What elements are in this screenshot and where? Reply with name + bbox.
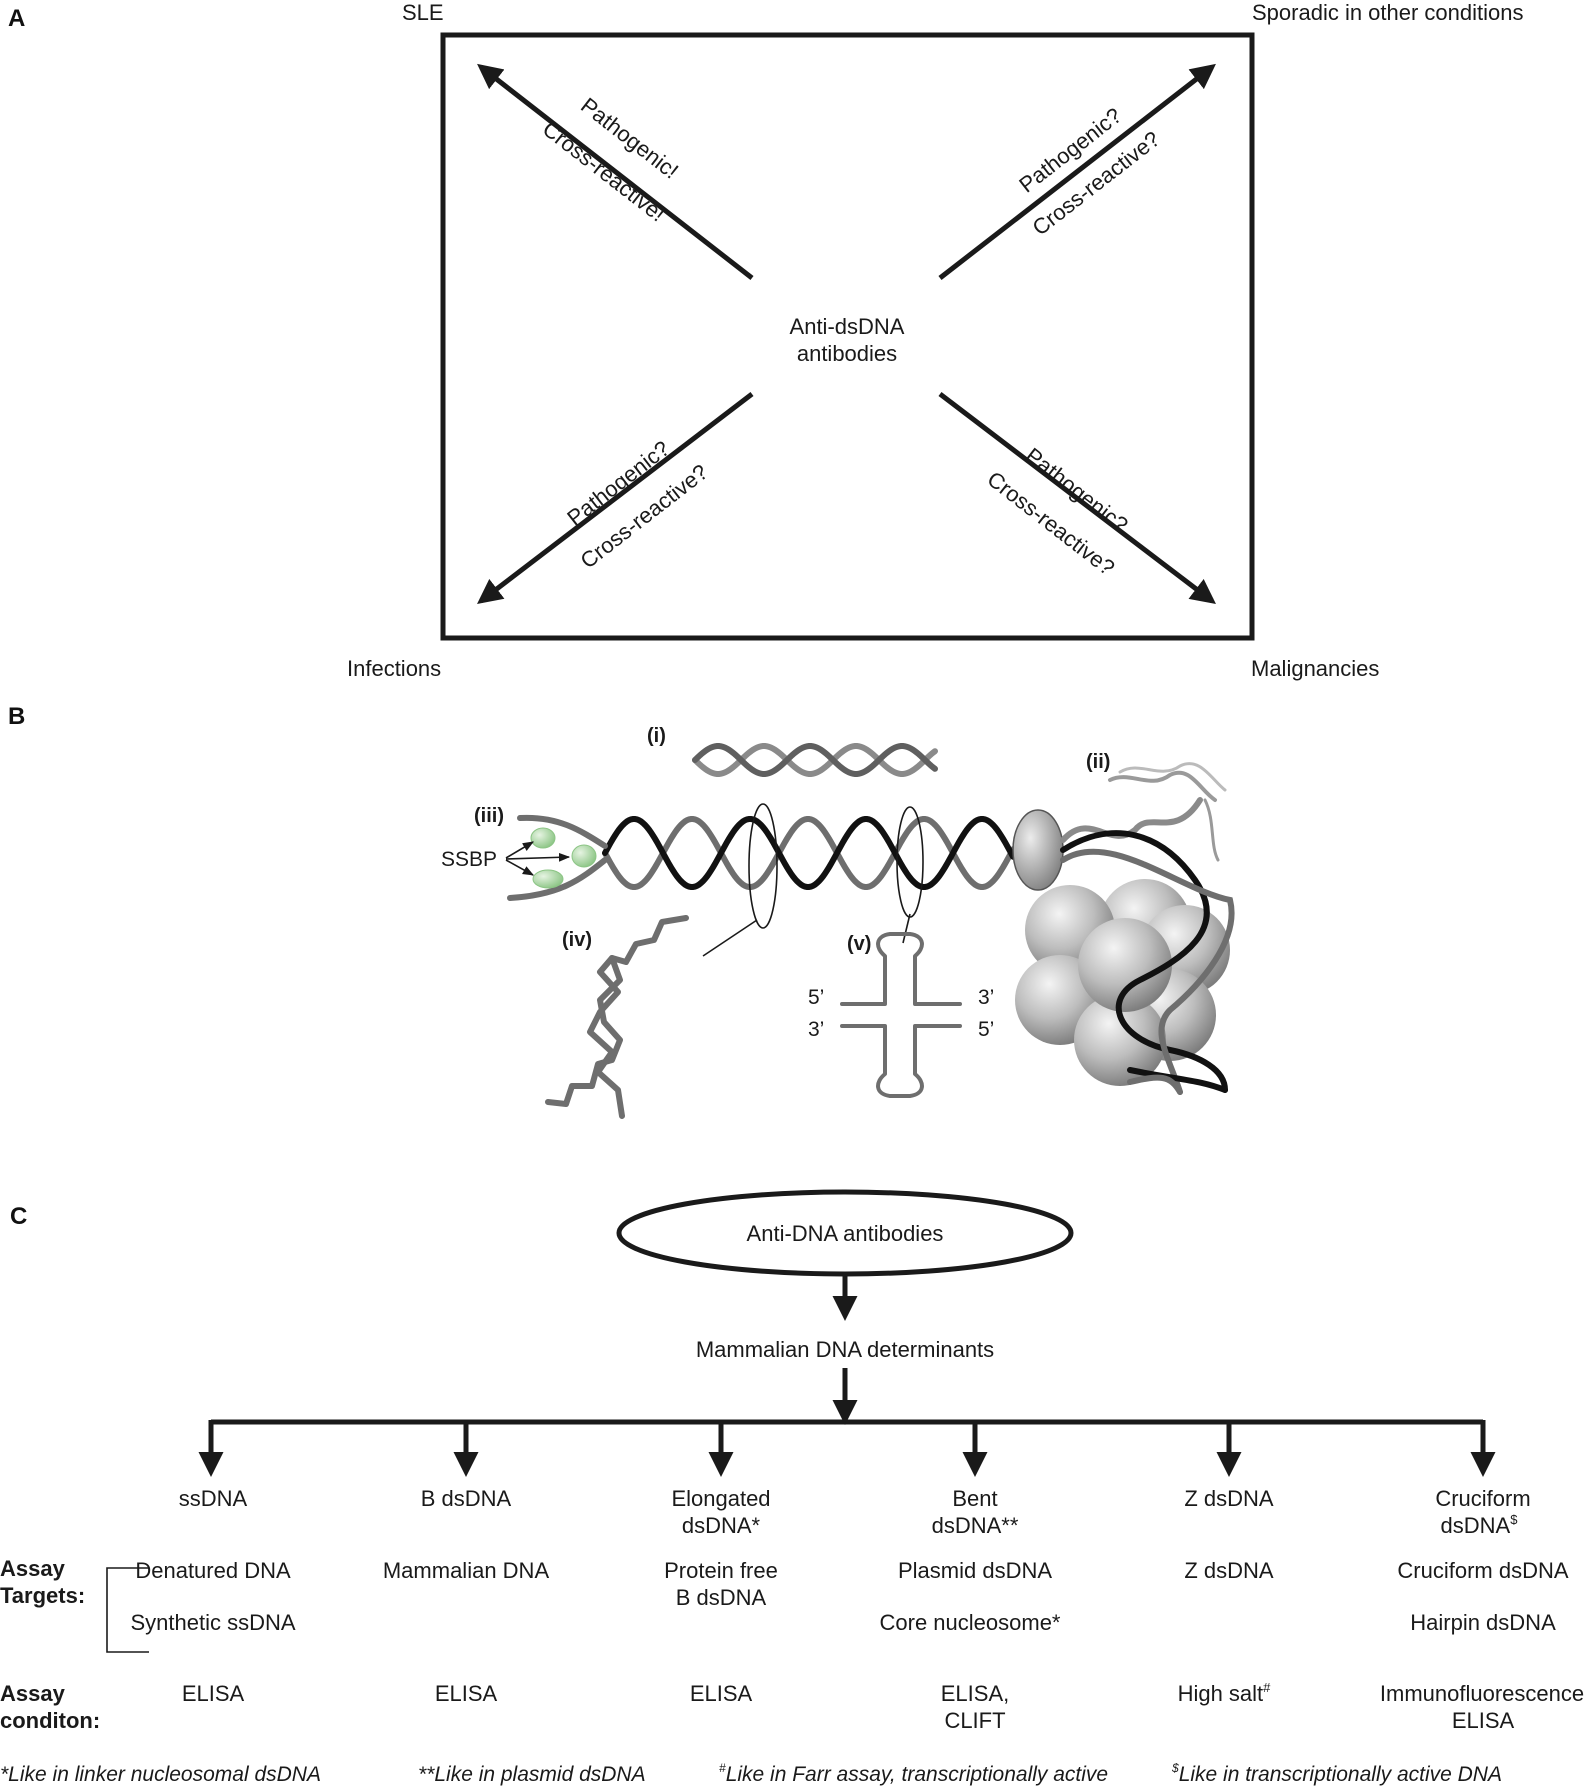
column-title-3b: dsDNA*: [682, 1513, 761, 1538]
column-z-dsdna: Z dsDNA Z dsDNA High salt#: [1178, 1486, 1274, 1706]
label-i: (i): [647, 725, 666, 747]
column-target-4b: Core nucleosome*: [880, 1610, 1061, 1635]
column-cond-1: ELISA: [182, 1681, 245, 1706]
panel-letter-c: C: [10, 1203, 27, 1230]
corner-label-sporadic: Sporadic in other conditions: [1252, 0, 1524, 25]
panel-letter-b: B: [8, 703, 25, 730]
label-iv: (iv): [562, 929, 592, 951]
end-label-5-left: 5’: [808, 986, 824, 1009]
arrow-to-sporadic: [938, 63, 1216, 280]
end-label-3-left: 3’: [808, 1018, 824, 1041]
footnote-3: #Like in Farr assay, transcriptionally a…: [719, 1761, 1108, 1786]
column-cond-6b: ELISA: [1452, 1708, 1515, 1733]
column-cruciform-dsdna: Cruciform dsDNA$ Cruciform dsDNA Hairpin…: [1380, 1486, 1584, 1733]
determinants-label: Mammalian DNA determinants: [696, 1337, 994, 1362]
nucleosome: [1012, 762, 1235, 1095]
label-v: (v): [847, 933, 871, 955]
column-title-6a: Cruciform: [1435, 1486, 1530, 1511]
arrow-to-sle: [477, 63, 754, 280]
column-cond-4b: CLIFT: [944, 1708, 1005, 1733]
center-label-line1: Anti-dsDNA: [790, 314, 905, 339]
column-target-1a: Denatured DNA: [135, 1558, 291, 1583]
column-title-3a: Elongated: [671, 1486, 770, 1511]
row-label-targets-1: Assay: [0, 1556, 66, 1581]
footnote-4: $Like in transcriptionally active DNA: [1171, 1761, 1502, 1786]
panel-c: C Anti-DNA antibodies Mammalian DNA dete…: [0, 1189, 1584, 1786]
footnote-1: *Like in linker nucleosomal dsDNA: [0, 1763, 321, 1786]
loop-iv-marker: [748, 803, 778, 929]
leader-iv: [702, 919, 758, 957]
footnote-2: **Like in plasmid dsDNA: [418, 1763, 646, 1786]
panel-b: B (i) (iii) SSBP: [8, 703, 1235, 1119]
arrow-to-malignancies: [938, 392, 1216, 605]
center-label-line2: antibodies: [797, 341, 897, 366]
panel-letter-a: A: [8, 5, 25, 32]
root-node-label: Anti-DNA antibodies: [747, 1221, 944, 1246]
column-target-2a: Mammalian DNA: [383, 1558, 550, 1583]
row-label-cond-1: Assay: [0, 1681, 66, 1706]
column-target-4a: Plasmid dsDNA: [898, 1558, 1052, 1583]
ssbp-proteins: [505, 827, 597, 889]
column-b-dsdna: B dsDNA Mammalian DNA ELISA: [383, 1486, 550, 1706]
corner-label-infections: Infections: [347, 656, 441, 681]
column-cond-2: ELISA: [435, 1681, 498, 1706]
column-ssdna: ssDNA Denatured DNA Synthetic ssDNA ELIS…: [130, 1486, 295, 1706]
panel-a-frame: [440, 32, 1255, 641]
binding-protein: [1012, 809, 1064, 891]
branch-arrows: [198, 1420, 1496, 1477]
end-label-5-right: 5’: [978, 1018, 994, 1041]
panel-a: A SLE Sporadic in other conditions Infec…: [8, 0, 1524, 681]
column-target-1b: Synthetic ssDNA: [130, 1610, 295, 1635]
column-title-4a: Bent: [952, 1486, 997, 1511]
row-label-targets-2: Targets:: [0, 1583, 85, 1608]
column-title-6b: dsDNA$: [1441, 1512, 1519, 1538]
column-title-1: ssDNA: [179, 1486, 248, 1511]
helix-i: [692, 743, 938, 777]
column-target-3b: B dsDNA: [676, 1585, 767, 1610]
z-dna-structure: [545, 915, 689, 1119]
column-target-5a: Z dsDNA: [1184, 1558, 1274, 1583]
column-cond-5: High salt#: [1178, 1680, 1272, 1706]
label-iii: (iii): [474, 805, 504, 827]
column-target-6b: Hairpin dsDNA: [1410, 1610, 1556, 1635]
cruciform-structure: [840, 932, 962, 1098]
leader-v: [902, 913, 911, 944]
column-cond-6a: Immunofluorescence: [1380, 1681, 1584, 1706]
corner-label-malignancies: Malignancies: [1251, 656, 1379, 681]
column-title-5: Z dsDNA: [1184, 1486, 1274, 1511]
corner-label-sle: SLE: [402, 0, 444, 25]
column-elongated-dsdna: Elongated dsDNA* Protein free B dsDNA EL…: [664, 1486, 778, 1706]
column-bent-dsdna: Bent dsDNA** Plasmid dsDNA Core nucleoso…: [880, 1486, 1061, 1733]
column-target-3a: Protein free: [664, 1558, 778, 1583]
column-title-4b: dsDNA**: [932, 1513, 1019, 1538]
main-helix: [507, 814, 1016, 901]
end-label-3-right: 3’: [978, 986, 994, 1009]
row-label-cond-2: conditon:: [0, 1708, 100, 1733]
arrow-to-infections: [477, 392, 754, 605]
column-cond-3: ELISA: [690, 1681, 753, 1706]
column-title-2: B dsDNA: [421, 1486, 512, 1511]
label-ssbp: SSBP: [441, 848, 497, 871]
column-cond-4a: ELISA,: [941, 1681, 1009, 1706]
column-target-6a: Cruciform dsDNA: [1397, 1558, 1568, 1583]
targets-bracket: [106, 1567, 149, 1653]
label-ii: (ii): [1086, 751, 1110, 773]
